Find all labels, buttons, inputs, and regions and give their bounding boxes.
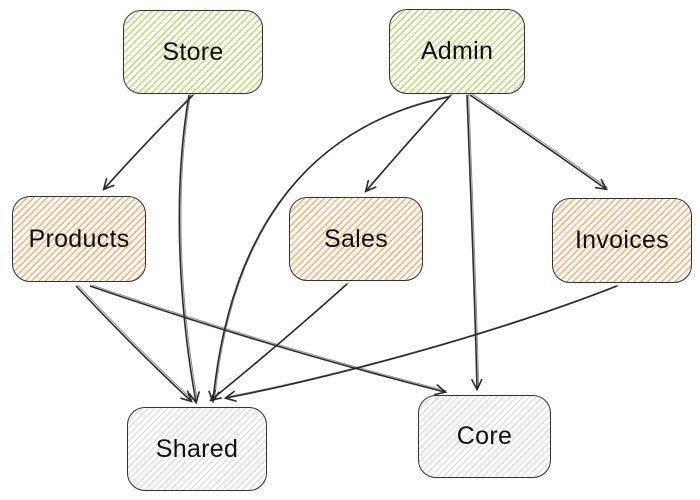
edge-sales-shared bbox=[209, 283, 348, 402]
edge-sketch-admin-invoices bbox=[471, 93, 608, 189]
edge-sketch-admin-core bbox=[468, 93, 480, 388]
node-shared: Shared bbox=[127, 407, 267, 491]
edge-products-core bbox=[89, 285, 448, 396]
node-admin-label: Admin bbox=[420, 37, 494, 65]
edge-admin-shared bbox=[208, 96, 450, 404]
edge-store-shared bbox=[178, 94, 200, 405]
node-core-label: Core bbox=[456, 422, 513, 450]
edge-sketch-products-shared bbox=[77, 284, 193, 401]
edge-store-products bbox=[102, 94, 194, 191]
edge-sketch-store-shared bbox=[180, 93, 199, 401]
edge-admin-sales bbox=[364, 94, 452, 193]
node-shared-label: Shared bbox=[155, 434, 239, 463]
edge-sketch-invoices-shared bbox=[227, 284, 619, 398]
node-products-label: Products bbox=[28, 224, 130, 253]
node-core: Core bbox=[418, 395, 551, 478]
node-products: Products bbox=[12, 196, 146, 282]
edge-admin-invoices bbox=[469, 94, 608, 191]
node-invoices: Invoices bbox=[552, 198, 692, 283]
node-store-label: Store bbox=[162, 37, 224, 66]
node-admin: Admin bbox=[389, 9, 525, 94]
edges-group bbox=[75, 93, 619, 405]
edge-sketch-products-core bbox=[91, 284, 447, 392]
node-sales: Sales bbox=[289, 197, 423, 281]
node-store: Store bbox=[123, 10, 263, 94]
node-sales-label: Sales bbox=[323, 224, 389, 253]
edge-products-shared bbox=[75, 285, 193, 403]
node-invoices-label: Invoices bbox=[574, 226, 670, 254]
edge-admin-core bbox=[466, 94, 483, 392]
edge-invoices-shared bbox=[223, 285, 618, 402]
